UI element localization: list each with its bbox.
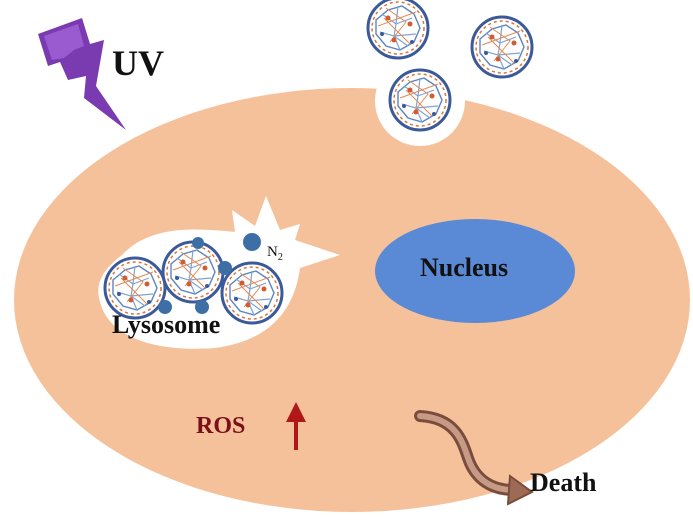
lysosome-label: Lysosome [112,310,221,339]
ros-label: ROS [196,413,246,439]
lightning-bolt-highlight [44,24,84,60]
cell [14,88,690,512]
uv-label: UV [112,43,164,83]
curved-arrow-icon [414,410,534,506]
gas-bubble [243,233,261,251]
n2-label: N2 [267,244,283,263]
gas-bubble [158,300,172,314]
nanoparticle-icon [366,0,430,60]
nanoparticle-icon [388,68,452,132]
nanoparticle-icon [161,240,225,304]
gas-bubble [192,237,204,249]
nanoparticle-icon [220,261,284,325]
nucleus [375,219,575,323]
nanoparticle-icon [470,15,534,79]
n2-symbol: N [267,244,278,260]
nanoparticle-icon [103,256,167,320]
nucleus-label: Nucleus [420,253,509,282]
n2-subscript: 2 [277,252,283,263]
gas-bubble [218,261,232,275]
gas-bubble [195,300,209,314]
death-label: Death [530,468,597,497]
up-arrow-icon [286,402,306,450]
